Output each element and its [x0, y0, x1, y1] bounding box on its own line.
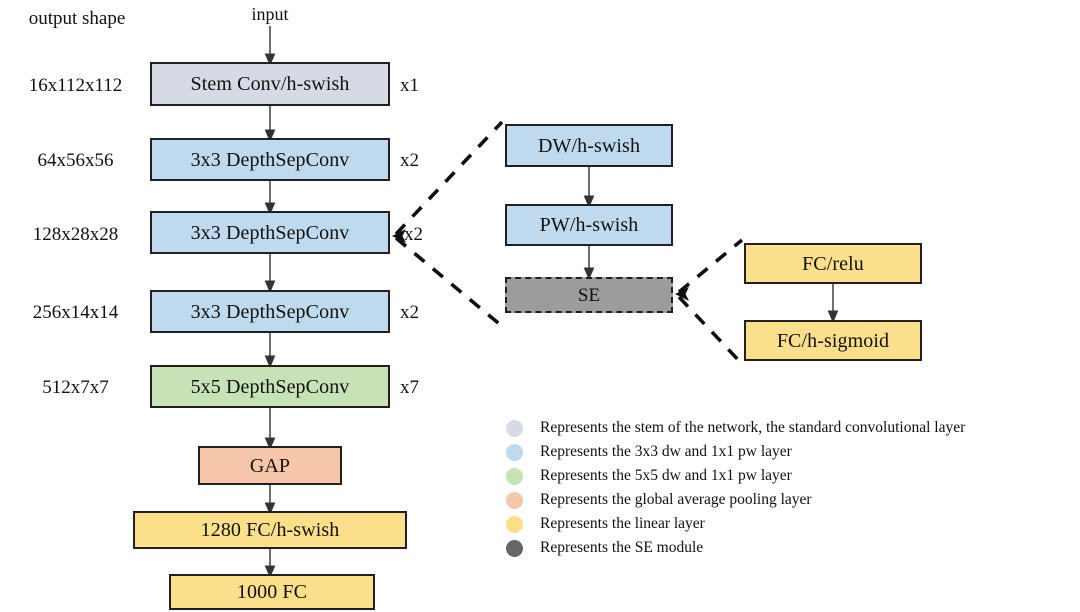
node-label: Stem Conv/h-swish	[190, 73, 350, 95]
legend-row-3x3: Represents the 3x3 dw and 1x1 pw layer	[506, 440, 1076, 464]
node-label: 1000 FC	[236, 581, 308, 603]
legend-label: Represents the stem of the network, the …	[540, 419, 966, 437]
node-label: FC/h-sigmoid	[776, 329, 890, 352]
node-label: PW/h-swish	[539, 214, 639, 236]
legend-label: Represents the 5x5 dw and 1x1 pw layer	[540, 467, 792, 485]
node-label: 5x5 DepthSepConv	[190, 375, 350, 398]
legend-row-se: Represents the SE module	[506, 536, 1076, 560]
legend-swatch-gap-icon	[506, 491, 523, 509]
node-fc-hsigmoid[interactable]: FC/h-sigmoid	[744, 320, 922, 361]
output-shape-3: 256x14x14	[32, 302, 119, 323]
repeat-count-1: x2	[400, 150, 419, 171]
node-label: 3x3 DepthSepConv	[190, 221, 350, 244]
node-label: GAP	[249, 454, 291, 477]
legend-swatch-5x5-icon	[506, 467, 523, 485]
legend-row-linear: Represents the linear layer	[506, 512, 1076, 536]
legend-swatch-stem-icon	[506, 419, 523, 437]
legend-label: Represents the 3x3 dw and 1x1 pw layer	[540, 443, 792, 461]
node-depthsepconv-3[interactable]: 3x3 DepthSepConv	[150, 290, 390, 333]
output-shape-4: 512x7x7	[42, 377, 109, 398]
legend-label: Represents the SE module	[540, 539, 704, 557]
node-label: 1280 FC/h-swish	[200, 519, 340, 541]
input-label: input	[251, 4, 289, 24]
repeat-count-4: x7	[400, 377, 419, 398]
repeat-count-3: x2	[400, 302, 419, 323]
output-shape-2: 128x28x28	[32, 224, 119, 245]
output-shape-1: 64x56x56	[37, 150, 114, 171]
legend-row-5x5: Represents the 5x5 dw and 1x1 pw layer	[506, 464, 1076, 488]
node-depthsepconv-1[interactable]: 3x3 DepthSepConv	[150, 138, 390, 181]
node-pw-hswish[interactable]: PW/h-swish	[505, 204, 673, 246]
legend-swatch-3x3-icon	[506, 443, 523, 461]
repeat-count-2: x2	[404, 224, 423, 245]
node-depthsepconv-2[interactable]: 3x3 DepthSepConv	[150, 211, 390, 254]
legend-row-stem: Represents the stem of the network, the …	[506, 416, 1076, 440]
output-shape-column-header: output shape	[28, 8, 126, 29]
repeat-count-0: x1	[400, 75, 419, 96]
node-fc-1280[interactable]: 1280 FC/h-swish	[133, 511, 407, 549]
node-label: SE	[577, 284, 601, 306]
node-gap[interactable]: GAP	[198, 446, 342, 485]
legend-swatch-linear-icon	[506, 515, 523, 533]
node-label: 3x3 DepthSepConv	[190, 300, 350, 323]
node-label: 3x3 DepthSepConv	[190, 148, 350, 171]
node-fc-1000[interactable]: 1000 FC	[169, 574, 375, 610]
node-label: FC/relu	[802, 252, 864, 275]
output-shape-0: 16x112x112	[28, 75, 123, 96]
legend-row-gap: Represents the global average pooling la…	[506, 488, 1076, 512]
legend: Represents the stem of the network, the …	[506, 416, 1076, 560]
node-label: DW/h-swish	[537, 134, 641, 157]
legend-label: Represents the global average pooling la…	[540, 491, 812, 509]
node-se[interactable]: SE	[505, 277, 673, 313]
node-stem-conv[interactable]: Stem Conv/h-swish	[150, 62, 390, 106]
legend-label: Represents the linear layer	[540, 515, 705, 533]
node-dw-hswish[interactable]: DW/h-swish	[505, 124, 673, 167]
node-fc-relu[interactable]: FC/relu	[744, 243, 922, 284]
legend-swatch-se-icon	[506, 539, 523, 557]
node-depthsepconv-5x5[interactable]: 5x5 DepthSepConv	[150, 365, 390, 408]
